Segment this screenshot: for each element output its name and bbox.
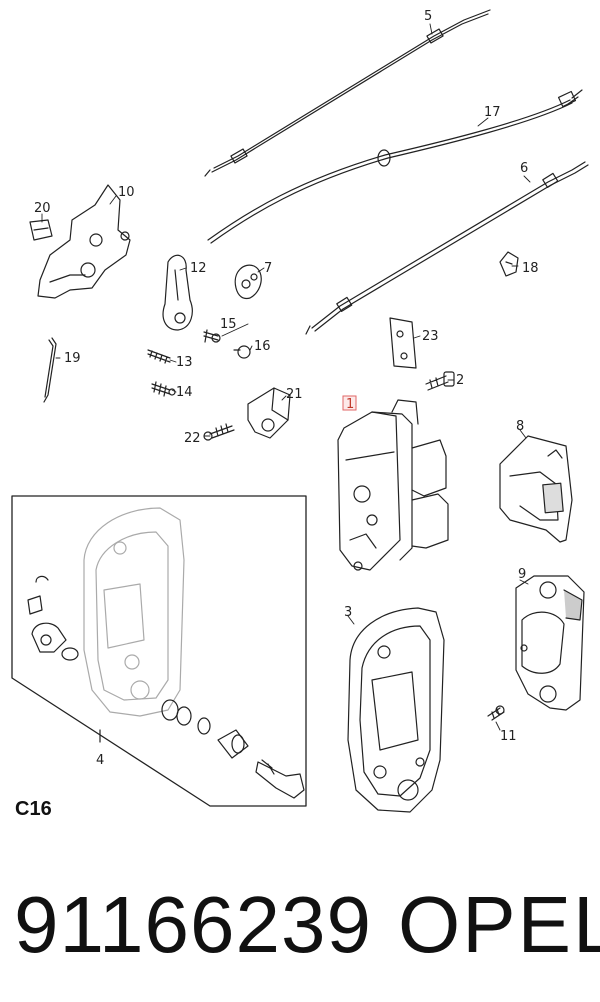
kit-4-parts <box>27 575 305 799</box>
callout-2[interactable]: 2 <box>456 373 464 388</box>
striker-9 <box>515 575 585 711</box>
parts-exploded-diagram: 5 17 6 10 20 12 7 18 15 23 16 19 13 2 14… <box>11 9 589 813</box>
footer: 91166239 OPEL <box>0 875 600 985</box>
callout-13[interactable]: 13 <box>176 355 193 370</box>
cable-6 <box>305 161 589 335</box>
callout-12[interactable]: 12 <box>190 261 207 276</box>
rod-19 <box>43 337 57 403</box>
leader-lines <box>41 23 531 731</box>
callout-11[interactable]: 11 <box>500 729 517 744</box>
callout-6[interactable]: 6 <box>520 161 528 176</box>
screw-11 <box>487 705 505 721</box>
handle-12 <box>162 254 193 331</box>
callout-18[interactable]: 18 <box>522 261 539 276</box>
pin-16 <box>233 345 251 359</box>
callout-17[interactable]: 17 <box>484 105 501 120</box>
striker-8 <box>499 435 573 543</box>
cable-17 <box>207 89 583 244</box>
callout-20[interactable]: 20 <box>34 201 51 216</box>
kit-4-frame <box>11 495 307 807</box>
bolt-2 <box>425 371 455 391</box>
bracket-10 <box>37 184 131 299</box>
section-code: C16 <box>15 798 52 820</box>
cover-3 <box>347 607 445 813</box>
knob-7 <box>234 264 262 300</box>
callout-5[interactable]: 5 <box>424 9 432 24</box>
callout-14[interactable]: 14 <box>176 385 193 400</box>
screw-14 <box>151 381 176 397</box>
kit-4-housing <box>83 507 185 717</box>
callout-7[interactable]: 7 <box>264 261 272 276</box>
callout-labels: 5 17 6 10 20 12 7 18 15 23 16 19 13 2 14… <box>34 9 539 768</box>
plate-23 <box>389 317 417 369</box>
callout-3[interactable]: 3 <box>344 605 352 620</box>
bracket-21 <box>247 387 291 439</box>
screw-22 <box>203 423 235 441</box>
callout-16[interactable]: 16 <box>254 339 271 354</box>
brand-name: OPEL <box>398 880 600 969</box>
screw-13 <box>147 349 171 364</box>
clip-18 <box>499 251 519 277</box>
cable-5 <box>204 9 491 177</box>
callout-23[interactable]: 23 <box>422 329 439 344</box>
part-number: 91166239 <box>14 880 372 969</box>
callout-22[interactable]: 22 <box>184 431 201 446</box>
callout-21[interactable]: 21 <box>286 387 303 402</box>
callout-8[interactable]: 8 <box>516 419 524 434</box>
callout-9[interactable]: 9 <box>518 567 526 582</box>
callout-4[interactable]: 4 <box>96 753 104 768</box>
clip-20 <box>29 219 53 241</box>
callout-1[interactable]: 1 <box>346 397 354 412</box>
callout-19[interactable]: 19 <box>64 351 81 366</box>
callout-1-highlight-box <box>342 395 357 411</box>
callout-15[interactable]: 15 <box>220 317 237 332</box>
lock-assembly-1 <box>337 399 449 571</box>
callout-10[interactable]: 10 <box>118 185 135 200</box>
screw-15 <box>203 329 221 343</box>
